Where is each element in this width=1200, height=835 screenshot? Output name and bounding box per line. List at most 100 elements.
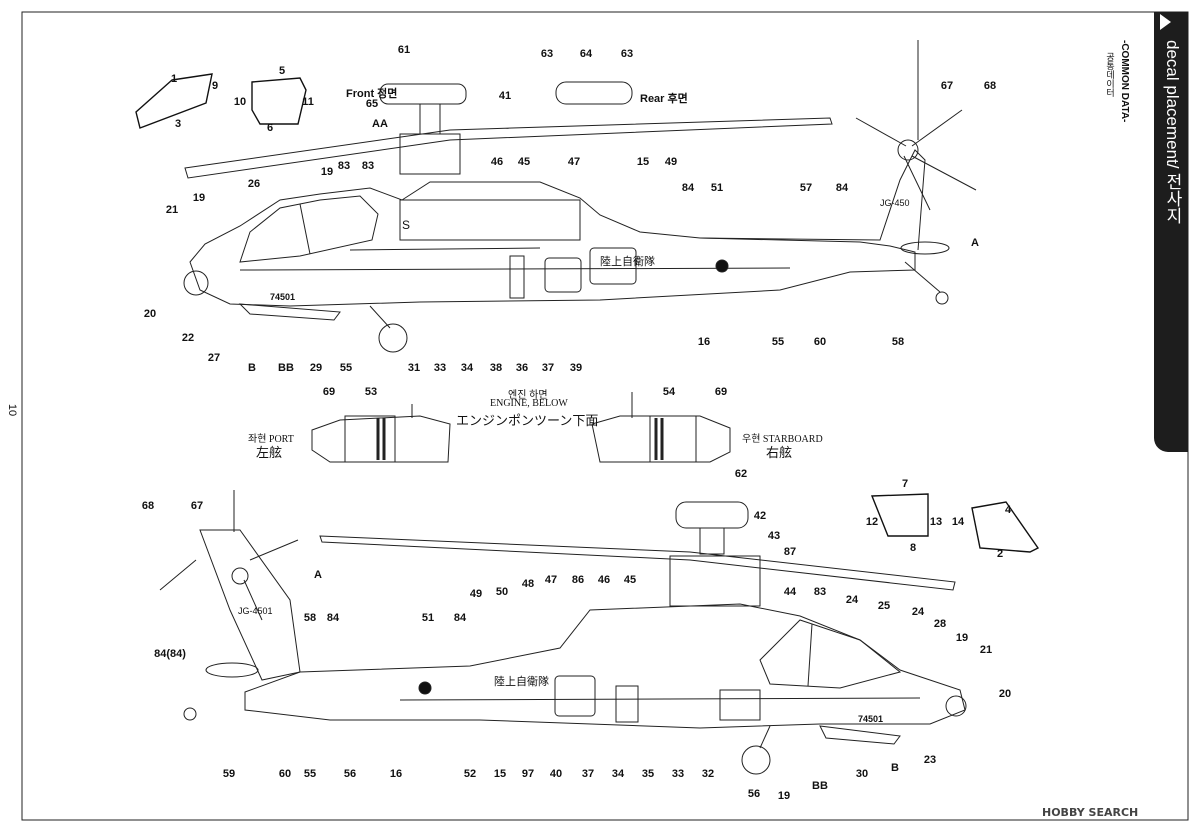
- callout-label: 16: [697, 336, 711, 348]
- jgsdf-marking-top: 陸上自衛隊: [600, 255, 655, 268]
- callout-label: 55: [339, 362, 353, 374]
- engine-starboard-view: [591, 392, 731, 463]
- engine-port-view: [311, 404, 451, 463]
- callout-label: 67: [190, 500, 204, 512]
- callout-label: 56: [747, 788, 761, 800]
- callout-label: 62: [734, 468, 748, 480]
- callout-label: 24: [845, 594, 859, 606]
- callout-label: 84: [326, 612, 340, 624]
- callout-label: 47: [567, 156, 581, 168]
- callout-label: 15: [493, 768, 507, 780]
- callout-label: 40: [549, 768, 563, 780]
- callout-label: 10: [233, 96, 247, 108]
- common-data-label-ko: 공통데이터: [1105, 52, 1115, 97]
- tail-code-bottom: JG-4501: [238, 606, 273, 616]
- callout-label: 2: [996, 548, 1004, 560]
- common-data-label: -COMMON DATA-: [1119, 40, 1130, 123]
- callout-label: 43: [767, 530, 781, 542]
- callout-label: 47: [544, 574, 558, 586]
- callout-label: 53: [364, 386, 378, 398]
- starboard-label-jp: 右舷: [766, 445, 793, 460]
- callout-label: 34: [460, 362, 474, 374]
- callout-label: 83: [337, 160, 351, 172]
- callout-label: 65: [365, 98, 379, 110]
- callout-label: 19: [777, 790, 791, 802]
- callout-label: 1: [170, 73, 178, 85]
- engine-below-label-jp: エンジンポンツーン下面: [456, 413, 599, 428]
- callout-label: 84: [835, 182, 849, 194]
- callout-label: 64: [579, 48, 593, 60]
- callout-label: 63: [620, 48, 634, 60]
- callout-label: 26: [247, 178, 261, 190]
- callout-label: 44: [783, 586, 797, 598]
- callout-label: 23: [923, 754, 937, 766]
- engine-below-label-ko: 엔진 하면: [508, 390, 548, 401]
- callout-label: 38: [489, 362, 503, 374]
- callout-label: 4: [1004, 504, 1012, 516]
- callout-label: 84(84): [154, 648, 186, 660]
- callout-label: 16: [389, 768, 403, 780]
- page-frame: [21, 11, 1189, 821]
- callout-label: 58: [891, 336, 905, 348]
- window-decal-group-bottom: [870, 493, 1040, 553]
- callout-label: 31: [407, 362, 421, 374]
- front-view-label: Front 정면: [346, 88, 398, 100]
- callout-label: 83: [361, 160, 375, 172]
- jgsdf-marking-bottom: 陸上自衛隊: [494, 675, 549, 688]
- callout-label: 39: [569, 362, 583, 374]
- callout-label: 22: [181, 332, 195, 344]
- callout-label: 69: [714, 386, 728, 398]
- callout-label: 48: [521, 578, 535, 590]
- callout-label: 45: [623, 574, 637, 586]
- callout-label: 33: [671, 768, 685, 780]
- callout-label: 3: [174, 118, 182, 130]
- callout-label: 21: [165, 204, 179, 216]
- callout-label: 52: [463, 768, 477, 780]
- callout-label: 32: [701, 768, 715, 780]
- callout-label: BB: [812, 780, 828, 792]
- callout-label: 9: [211, 80, 219, 92]
- port-label: 좌현 PORT: [248, 434, 294, 445]
- callout-label: 33: [433, 362, 447, 374]
- callout-label: 19: [955, 632, 969, 644]
- watermark: HOBBY SEARCH: [1042, 806, 1139, 819]
- callout-label: 67: [940, 80, 954, 92]
- callout-label: 56: [343, 768, 357, 780]
- callout-label: 30: [855, 768, 869, 780]
- callout-label: 61: [397, 44, 411, 56]
- section-tab: [1154, 12, 1188, 452]
- callout-label: BB: [278, 362, 294, 374]
- callout-label: 84: [681, 182, 695, 194]
- callout-label: 41: [498, 90, 512, 102]
- rear-view-label: Rear 후면: [640, 93, 688, 105]
- callout-label: 42: [753, 510, 767, 522]
- callout-label: 19: [192, 192, 206, 204]
- port-label-jp: 左舷: [256, 445, 283, 460]
- callout-label: 15: [636, 156, 650, 168]
- callout-label: 7: [901, 478, 909, 490]
- callout-label: 86: [571, 574, 585, 586]
- callout-label: 21: [979, 644, 993, 656]
- callout-label: 46: [597, 574, 611, 586]
- callout-label: 27: [207, 352, 221, 364]
- callout-label: 54: [662, 386, 676, 398]
- callout-label: 59: [222, 768, 236, 780]
- callout-label: 20: [998, 688, 1012, 700]
- callout-label: 8: [909, 542, 917, 554]
- tail-code-top: JG-450: [880, 198, 910, 208]
- callout-label: 12: [865, 516, 879, 528]
- callout-label: 36: [515, 362, 529, 374]
- callout-label: B: [891, 762, 899, 774]
- serial-marking-bottom: 74501: [858, 714, 884, 724]
- window-decal-group-top: [135, 73, 307, 129]
- callout-label: 35: [641, 768, 655, 780]
- callout-label: 25: [877, 600, 891, 612]
- callout-label: 68: [983, 80, 997, 92]
- callout-label: 14: [951, 516, 965, 528]
- callout-label: 45: [517, 156, 531, 168]
- callout-label: 20: [143, 308, 157, 320]
- callout-label: 58: [303, 612, 317, 624]
- callout-label: A: [971, 237, 979, 249]
- callout-label: 50: [495, 586, 509, 598]
- starboard-label: 우현 STARBOARD: [742, 434, 823, 445]
